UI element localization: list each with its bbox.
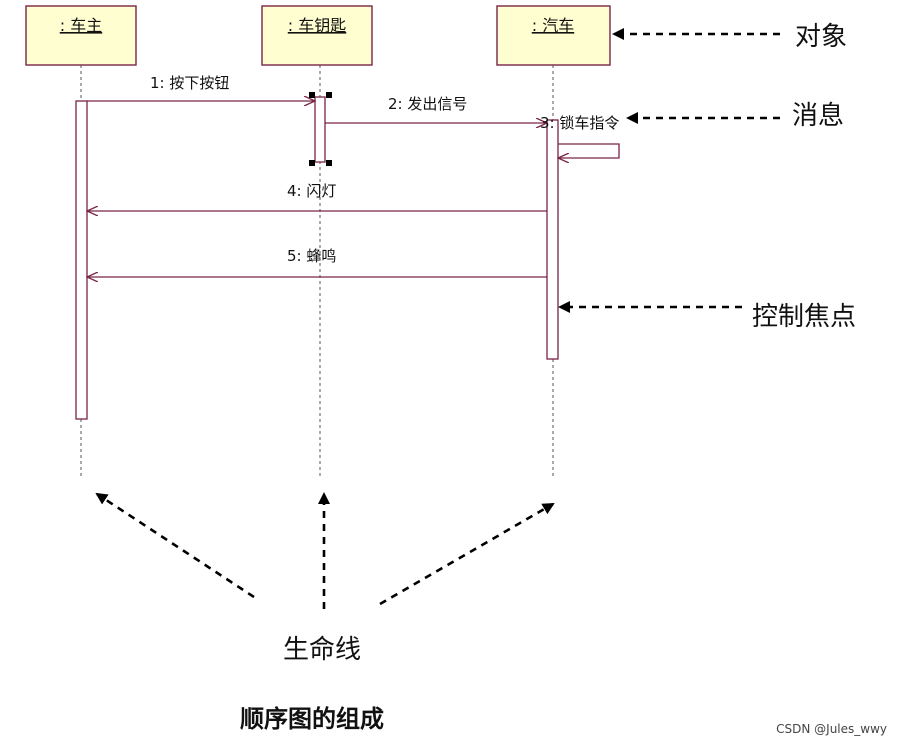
watermark: CSDN @Jules_wwy	[776, 722, 887, 736]
selection-handle	[309, 92, 315, 98]
figure-caption: 顺序图的组成	[240, 705, 384, 733]
object-box	[496, 5, 611, 66]
annotation-object: 对象	[612, 22, 847, 52]
message-label: 2: 发出信号	[388, 95, 467, 113]
object-box	[25, 5, 137, 66]
message-label: 1: 按下按钮	[150, 74, 229, 92]
message-1: 1: 按下按钮	[87, 74, 315, 101]
object-car: : 汽车	[496, 5, 611, 66]
activation-car	[546, 119, 559, 360]
activation-owner	[75, 100, 88, 420]
message-5: 5: 蜂鸣	[87, 247, 547, 277]
message-2: 2: 发出信号	[325, 95, 547, 123]
selection-handle	[326, 160, 332, 166]
message-label: 3: 锁车指令	[540, 114, 619, 132]
annotation-label: 控制焦点	[752, 302, 856, 332]
object-label-owner: : 车主	[60, 16, 102, 35]
selection-handle	[309, 160, 315, 166]
object-label-key: : 车钥匙	[288, 16, 346, 35]
object-key: : 车钥匙	[261, 5, 373, 66]
selection-handle	[326, 92, 332, 98]
annotation-focus: 控制焦点	[558, 301, 856, 332]
message-label: 5: 蜂鸣	[287, 247, 336, 265]
object-box	[261, 5, 373, 66]
annotation-label: 对象	[795, 22, 847, 52]
activation-key	[314, 96, 326, 163]
annotation-arrow	[379, 502, 555, 606]
object-owner: : 车主	[25, 5, 137, 66]
message-arrow	[558, 143, 620, 158]
annotation-label: 生命线	[283, 635, 361, 665]
message-3: 3: 锁车指令	[540, 114, 620, 158]
annotation-arrow	[95, 492, 255, 599]
annotation-message: 消息	[626, 101, 844, 131]
object-label-car: : 汽车	[532, 16, 574, 35]
message-label: 4: 闪灯	[287, 182, 336, 200]
message-4: 4: 闪灯	[87, 182, 547, 211]
annotation-lifeline: 生命线	[95, 492, 555, 665]
annotation-label: 消息	[792, 101, 844, 131]
